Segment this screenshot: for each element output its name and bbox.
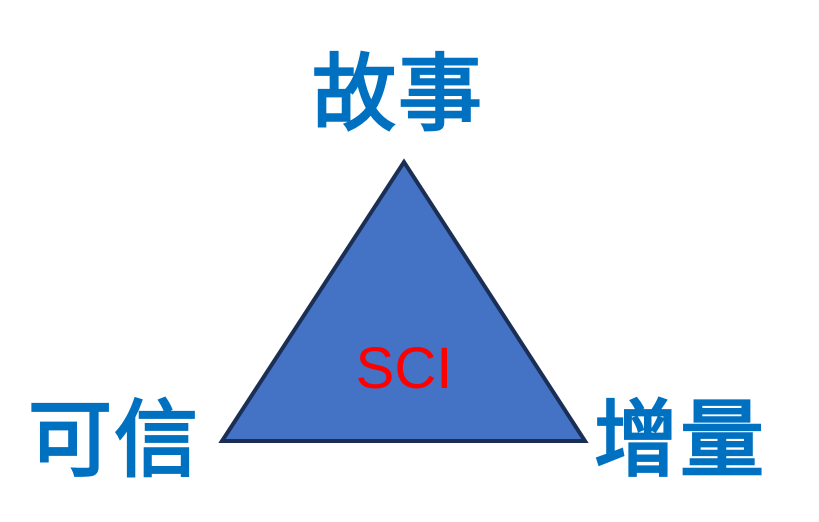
top-vertex-label: 故事 [312, 45, 485, 143]
center-label: SCI [355, 336, 453, 401]
bottom-left-vertex-label: 可信 [28, 391, 201, 489]
bottom-right-vertex-label: 增量 [594, 391, 767, 489]
triangle-shape [218, 158, 589, 443]
